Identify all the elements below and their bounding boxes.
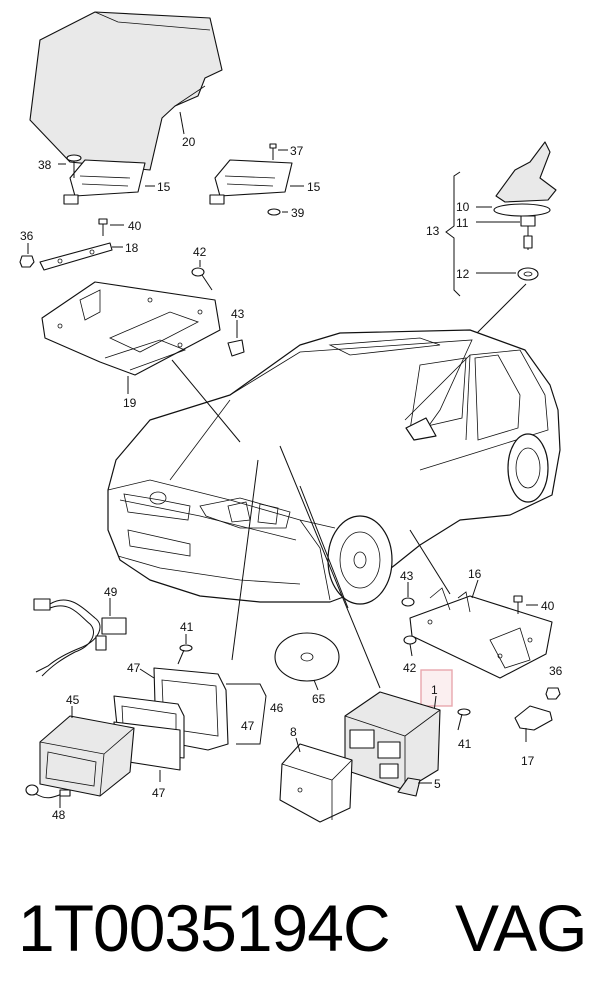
callout-41-right: 41 [458, 737, 472, 751]
control-unit-right [209, 159, 293, 205]
cover-5 [397, 777, 421, 797]
callout-19: 19 [123, 396, 137, 410]
antenna-group-bracket [445, 171, 461, 297]
mounting-plate-19 [41, 281, 221, 376]
antenna-nut-12 [517, 267, 539, 281]
bracket-17 [514, 705, 553, 742]
car-front-wheel [327, 515, 393, 605]
cable-48 [25, 784, 71, 799]
callout-37: 37 [290, 144, 304, 158]
nut-36-left [19, 255, 35, 268]
callout-48: 48 [52, 808, 66, 822]
screw-37 [269, 143, 277, 160]
bracket-16 [409, 587, 553, 679]
callout-47-mid: 47 [241, 719, 255, 733]
brand-label: VAG [455, 891, 587, 965]
callout-43-top: 43 [231, 307, 245, 321]
callout-13: 13 [426, 224, 440, 238]
callout-45: 45 [66, 693, 80, 707]
callout-1: 1 [431, 683, 438, 697]
callout-18: 18 [125, 241, 139, 255]
callout-41-left: 41 [180, 620, 194, 634]
cover-panel [29, 11, 223, 171]
callout-11: 11 [456, 216, 469, 230]
callout-10: 10 [456, 200, 470, 214]
callout-36-left: 36 [20, 229, 34, 243]
screw-42-top [191, 267, 213, 291]
callout-15-right: 15 [307, 180, 321, 194]
airbag-control-unit-1 [344, 691, 441, 791]
callout-15-left: 15 [157, 180, 171, 194]
antenna-part-11 [520, 215, 536, 250]
callout-42-top: 42 [193, 245, 207, 259]
callout-8: 8 [290, 725, 297, 739]
part-number: 1T0035194C [18, 891, 391, 965]
nut-36-right [545, 687, 561, 700]
callout-38: 38 [38, 158, 52, 172]
callout-49: 49 [104, 585, 118, 599]
control-unit-8 [279, 743, 353, 823]
callout-65: 65 [312, 692, 326, 706]
callout-36-right: 36 [549, 664, 563, 678]
screw-38 [66, 154, 82, 178]
bracket-18 [39, 242, 113, 271]
screw-43-bottom [401, 597, 415, 607]
car-illustration [107, 329, 561, 603]
callout-17: 17 [521, 754, 535, 768]
car-rear-wheel [507, 433, 549, 503]
antenna-seal-10 [493, 203, 551, 217]
screw-41-right [457, 708, 471, 731]
callout-42-bottom: 42 [403, 661, 417, 675]
callout-39: 39 [291, 206, 305, 220]
callout-40-bottom: 40 [541, 599, 555, 613]
cd-disc-65 [274, 632, 340, 682]
radio-unit-45 [39, 715, 135, 797]
roof-antenna [495, 141, 557, 203]
callout-20: 20 [182, 135, 196, 149]
screw-42-bottom [403, 635, 417, 657]
clip-43-top [227, 339, 245, 357]
callout-5: 5 [434, 777, 441, 791]
screw-40-top [98, 218, 108, 236]
callout-16: 16 [468, 567, 482, 581]
callout-12: 12 [456, 267, 470, 281]
frame-group-bracket [226, 683, 267, 745]
callout-40-top: 40 [128, 219, 142, 233]
washer-39 [267, 208, 281, 216]
exploded-parts-diagram: 20 15 15 37 38 40 39 36 [19, 11, 563, 823]
control-unit-left [63, 159, 146, 205]
part-1-highlight [420, 669, 453, 707]
screw-40-bottom [513, 595, 523, 614]
screw-41-left [177, 644, 193, 665]
callout-46: 46 [270, 701, 284, 715]
callout-43-bottom: 43 [400, 569, 414, 583]
callout-47-bottom: 47 [152, 786, 166, 800]
cable-49 [33, 598, 127, 677]
callout-47-top: 47 [127, 661, 141, 675]
